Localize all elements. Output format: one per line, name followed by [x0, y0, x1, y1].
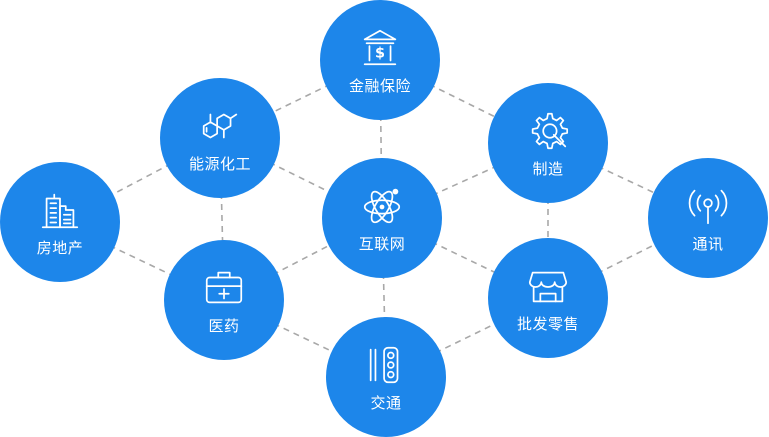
node-realestate[interactable]: 房地产 [0, 162, 120, 282]
node-label: 批发零售 [516, 315, 579, 333]
node-internet[interactable]: 互联网 [322, 158, 442, 278]
storefront-icon [528, 271, 568, 303]
node-label: 医药 [208, 317, 240, 335]
connection-line-internet-retail [381, 217, 549, 299]
node-telecom[interactable]: 通讯 [648, 158, 768, 278]
node-transport[interactable]: 交通 [326, 317, 446, 437]
node-medicine[interactable]: 医药 [164, 240, 284, 360]
node-manufacturing[interactable]: 制造 [488, 83, 608, 203]
atom-icon [363, 188, 401, 224]
node-label: 制造 [532, 160, 564, 178]
node-label: 房地产 [36, 239, 84, 257]
connection-line-energy-realestate [59, 137, 221, 223]
node-label: 金融保险 [348, 77, 411, 95]
node-finance[interactable]: $ 金融保险 [320, 0, 440, 120]
node-label: 通讯 [692, 235, 724, 253]
bank-icon: $ [363, 29, 397, 66]
connection-line-energy-internet [219, 137, 383, 219]
node-label: 能源化工 [188, 155, 251, 173]
connection-line-realestate-medicine [59, 221, 225, 301]
molecule-icon [202, 113, 238, 139]
node-energy[interactable]: 能源化工 [160, 78, 280, 198]
connection-line-internet-mfg [381, 142, 549, 219]
connection-line-transport-retail [385, 297, 549, 378]
gear-wrench-icon [531, 112, 569, 150]
medical-kit-icon [205, 271, 243, 304]
node-retail[interactable]: 批发零售 [488, 238, 608, 358]
connection-line-retail-telecom [547, 217, 709, 299]
node-label: 交通 [370, 394, 402, 412]
connection-line-medicine-transport [223, 299, 387, 378]
antenna-signal-icon [688, 189, 728, 225]
buildings-icon [41, 193, 79, 229]
svg-text:$: $ [375, 46, 385, 62]
node-label: 互联网 [358, 235, 406, 253]
traffic-light-icon [369, 346, 399, 384]
